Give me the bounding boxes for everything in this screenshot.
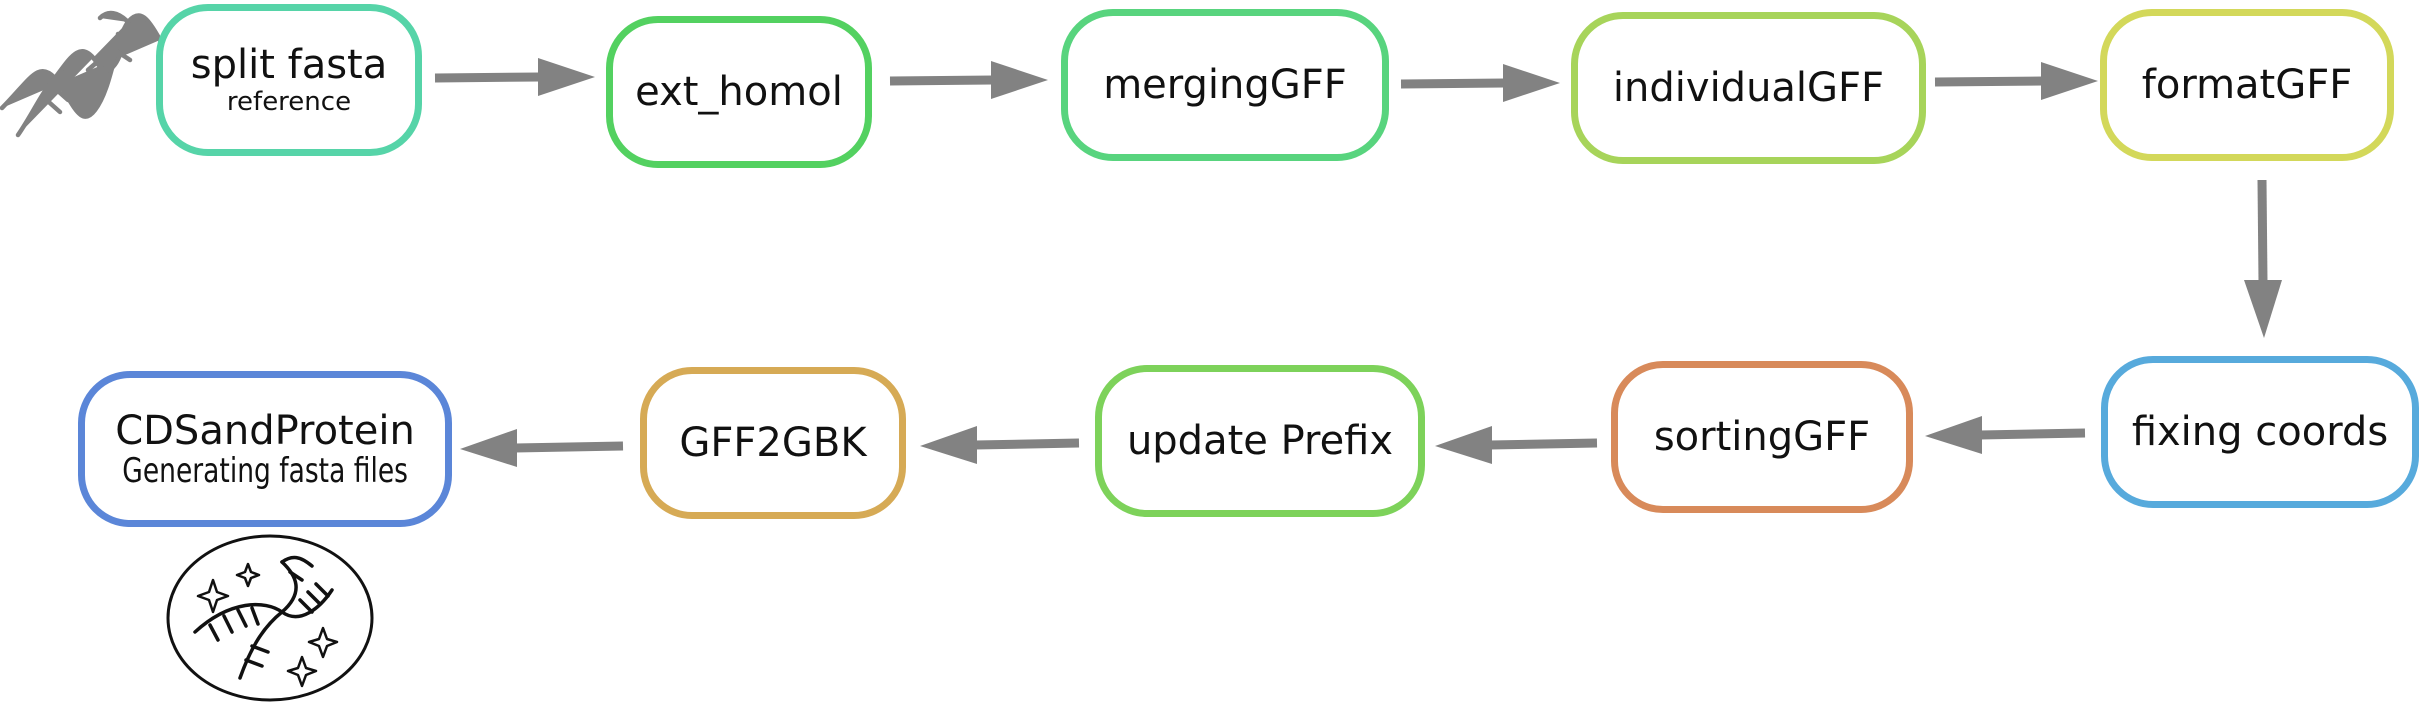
node-ext-homol-label: ext_homol [635, 69, 843, 115]
node-ext-homol: ext_homol [606, 16, 872, 168]
arrow-exthomol-to-merging [889, 61, 1048, 99]
node-format-gff-label: formatGFF [2141, 62, 2353, 108]
arrow-fixing-to-sorting [1925, 416, 2086, 454]
node-split-fasta: split fasta reference [156, 4, 422, 156]
node-update-prefix-label: update Prefix [1126, 418, 1394, 464]
node-individual-gff-label: individualGFF [1612, 65, 1885, 111]
arrow-split-to-exthomol [434, 58, 595, 96]
node-individual-gff: individualGFF [1571, 12, 1926, 164]
node-gff2gbk-label: GFF2GBK [679, 420, 867, 466]
node-cds-and-protein-label: CDSandProtein [115, 408, 415, 454]
node-cds-and-protein: CDSandProtein Generating fasta files [78, 371, 452, 527]
arrow-merging-to-individual [1400, 64, 1560, 102]
node-merging-gff: mergingGFF [1061, 9, 1389, 161]
node-gff2gbk: GFF2GBK [640, 367, 906, 519]
arrow-individual-to-format [1934, 62, 2098, 100]
arrow-gff2gbk-to-cds [460, 429, 624, 467]
node-merging-gff-label: mergingGFF [1103, 62, 1347, 108]
arrow-sorting-to-update [1435, 426, 1598, 464]
node-cds-and-protein-sublabel: Generating fasta files [122, 451, 408, 491]
dna-helix-icon [0, 10, 163, 138]
node-split-fasta-sublabel: reference [226, 87, 352, 117]
node-fixing-coords-label: fixing coords [2131, 409, 2389, 455]
node-sorting-gff: sortingGFF [1611, 361, 1913, 513]
arrow-update-to-gff2gbk [920, 426, 1080, 464]
node-split-fasta-label: split fasta [190, 42, 388, 88]
node-fixing-coords: fixing coords [2101, 356, 2419, 508]
arrow-format-to-fixing [2244, 179, 2282, 338]
node-format-gff: formatGFF [2100, 9, 2394, 161]
node-sorting-gff-label: sortingGFF [1653, 414, 1871, 460]
node-update-prefix: update Prefix [1095, 365, 1425, 517]
dna-sparkle-icon [166, 534, 374, 702]
